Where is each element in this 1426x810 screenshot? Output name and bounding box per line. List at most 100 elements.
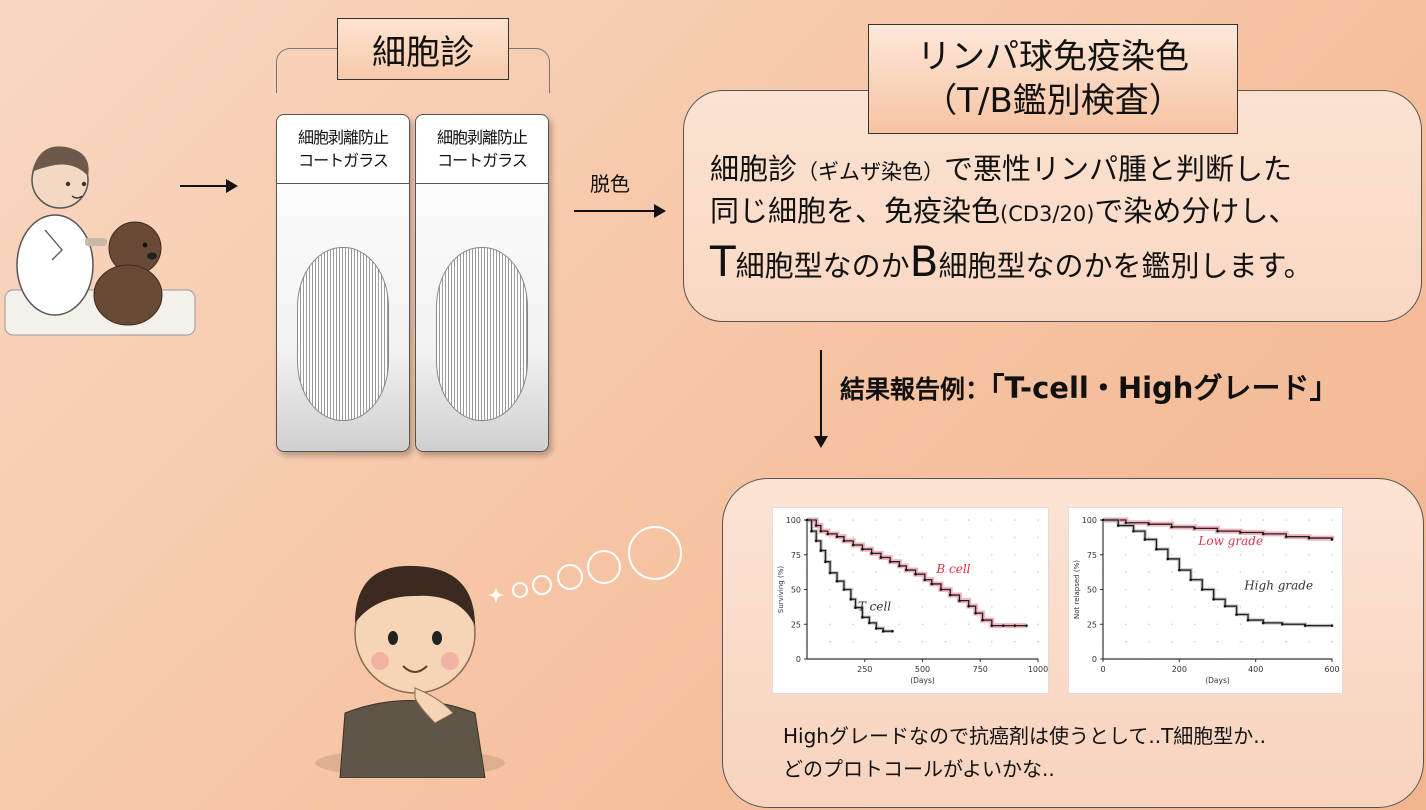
grid-dot [1014,588,1016,591]
desc-text: 細胞型なのかを鑑別します。 [938,249,1313,284]
destain-label: 脱色 [590,172,630,196]
data-point [1124,521,1128,525]
data-point [828,571,832,575]
grid-dot [1239,623,1242,626]
grid-dot [967,536,970,539]
grid-dot [1014,606,1016,608]
grid-dot [1037,571,1039,573]
desc-line-2: 同じ細胞を、免疫染色(CD3/20)で染め分けし、 [710,190,1410,232]
grid-dot [1331,606,1333,608]
data-point [868,621,871,625]
grid-dot [852,536,854,539]
grid-dot [1170,571,1173,573]
grid-dot [1125,588,1127,591]
immunostain-title-line1: リンパ球免疫染色 [917,36,1189,77]
thought-line-2: どのプロトコールがよいかな.. [783,757,1055,781]
grid-dot [991,606,993,608]
grid-dot [1014,519,1016,521]
grid-dot [1216,519,1219,521]
grid-dot [921,588,924,591]
grid-dot [875,519,878,521]
immunostain-description: 細胞診（ギムザ染色）で悪性リンパ腫と判断した 同じ細胞を、免疫染色(CD3/20… [710,148,1410,293]
grid-dot [921,606,924,608]
data-point [888,560,892,563]
grid-dot [1193,571,1196,573]
arrow-to-cytology [180,179,238,193]
grid-dot [1285,588,1287,591]
data-point [1166,557,1170,561]
data-point [819,549,823,552]
desc-text: で悪性リンパ腫と判断した [944,152,1293,186]
cell-smear [436,247,528,421]
data-point [810,529,813,533]
grid-dot [1262,536,1265,539]
data-point [1170,525,1173,529]
desc-text: 細胞診 [710,152,798,186]
grid-dot [852,571,854,573]
grid-dot [1125,640,1127,643]
desc-text: 細胞型なのか [735,249,910,284]
grid-dot [1308,606,1310,608]
result-bracket: 」 [1309,371,1339,405]
grid-dot [1037,588,1039,591]
grid-dot [1037,553,1039,556]
grid-dot [898,640,901,643]
slide-label-line2: コートガラス [298,151,389,170]
data-point [1216,529,1219,533]
grid-dot [1308,640,1310,643]
grid-dot [1239,571,1242,573]
data-point [814,539,818,543]
grid-dot [1331,640,1333,643]
thinking-person-illustration [315,565,505,778]
grid-dot [1014,536,1016,539]
grid-dot [1216,640,1219,643]
grid-dot [1216,623,1219,626]
data-point [923,578,927,582]
data-point [1212,597,1215,601]
grid-dot [1239,588,1242,591]
grid-dot [991,536,993,539]
x-tick-label: 1000 [1028,665,1048,674]
grid-dot [875,536,878,539]
data-point [981,618,984,622]
y-tick-label: 75 [791,551,801,560]
data-point [1147,522,1151,526]
data-point [1246,618,1250,622]
data-point [891,629,894,633]
grid-dot [1125,606,1127,608]
x-tick-label: 200 [1172,665,1187,674]
data-point [842,539,846,543]
grid-dot [1193,623,1196,626]
x-tick-label: 400 [1248,665,1263,674]
grid-dot [829,640,831,643]
grid-dot [1170,588,1173,591]
data-point [939,588,943,591]
data-point [1013,624,1017,627]
series-line-1 [807,519,893,632]
desc-text: B [909,237,939,287]
grid-dot [1125,571,1127,573]
grid-dot [852,519,854,521]
series-label: T cell [858,599,891,613]
y-tick-label: 100 [786,516,801,525]
result-bracket: 「 [990,371,1005,405]
y-axis-label: Not relapsed (%) [1073,560,1081,619]
data-point [1303,624,1307,627]
immunostain-title: リンパ球免疫染色 （T/B鑑別検査） [868,24,1238,134]
grid-dot [1262,571,1265,573]
grid-dot [829,536,831,539]
data-point [930,582,934,586]
data-point [1025,624,1028,627]
grid-dot [1170,536,1173,539]
grid-dot [1037,536,1039,539]
grid-dot [921,623,924,626]
result-example: 結果報告例：「T-cell・Highグレード」 [840,365,1338,407]
grid-dot [1193,536,1196,539]
cell-smear [297,247,389,421]
grid-dot [1014,571,1016,573]
grid-dot [1148,623,1150,626]
grid-dot [1285,606,1287,608]
grid-dot [875,640,878,643]
